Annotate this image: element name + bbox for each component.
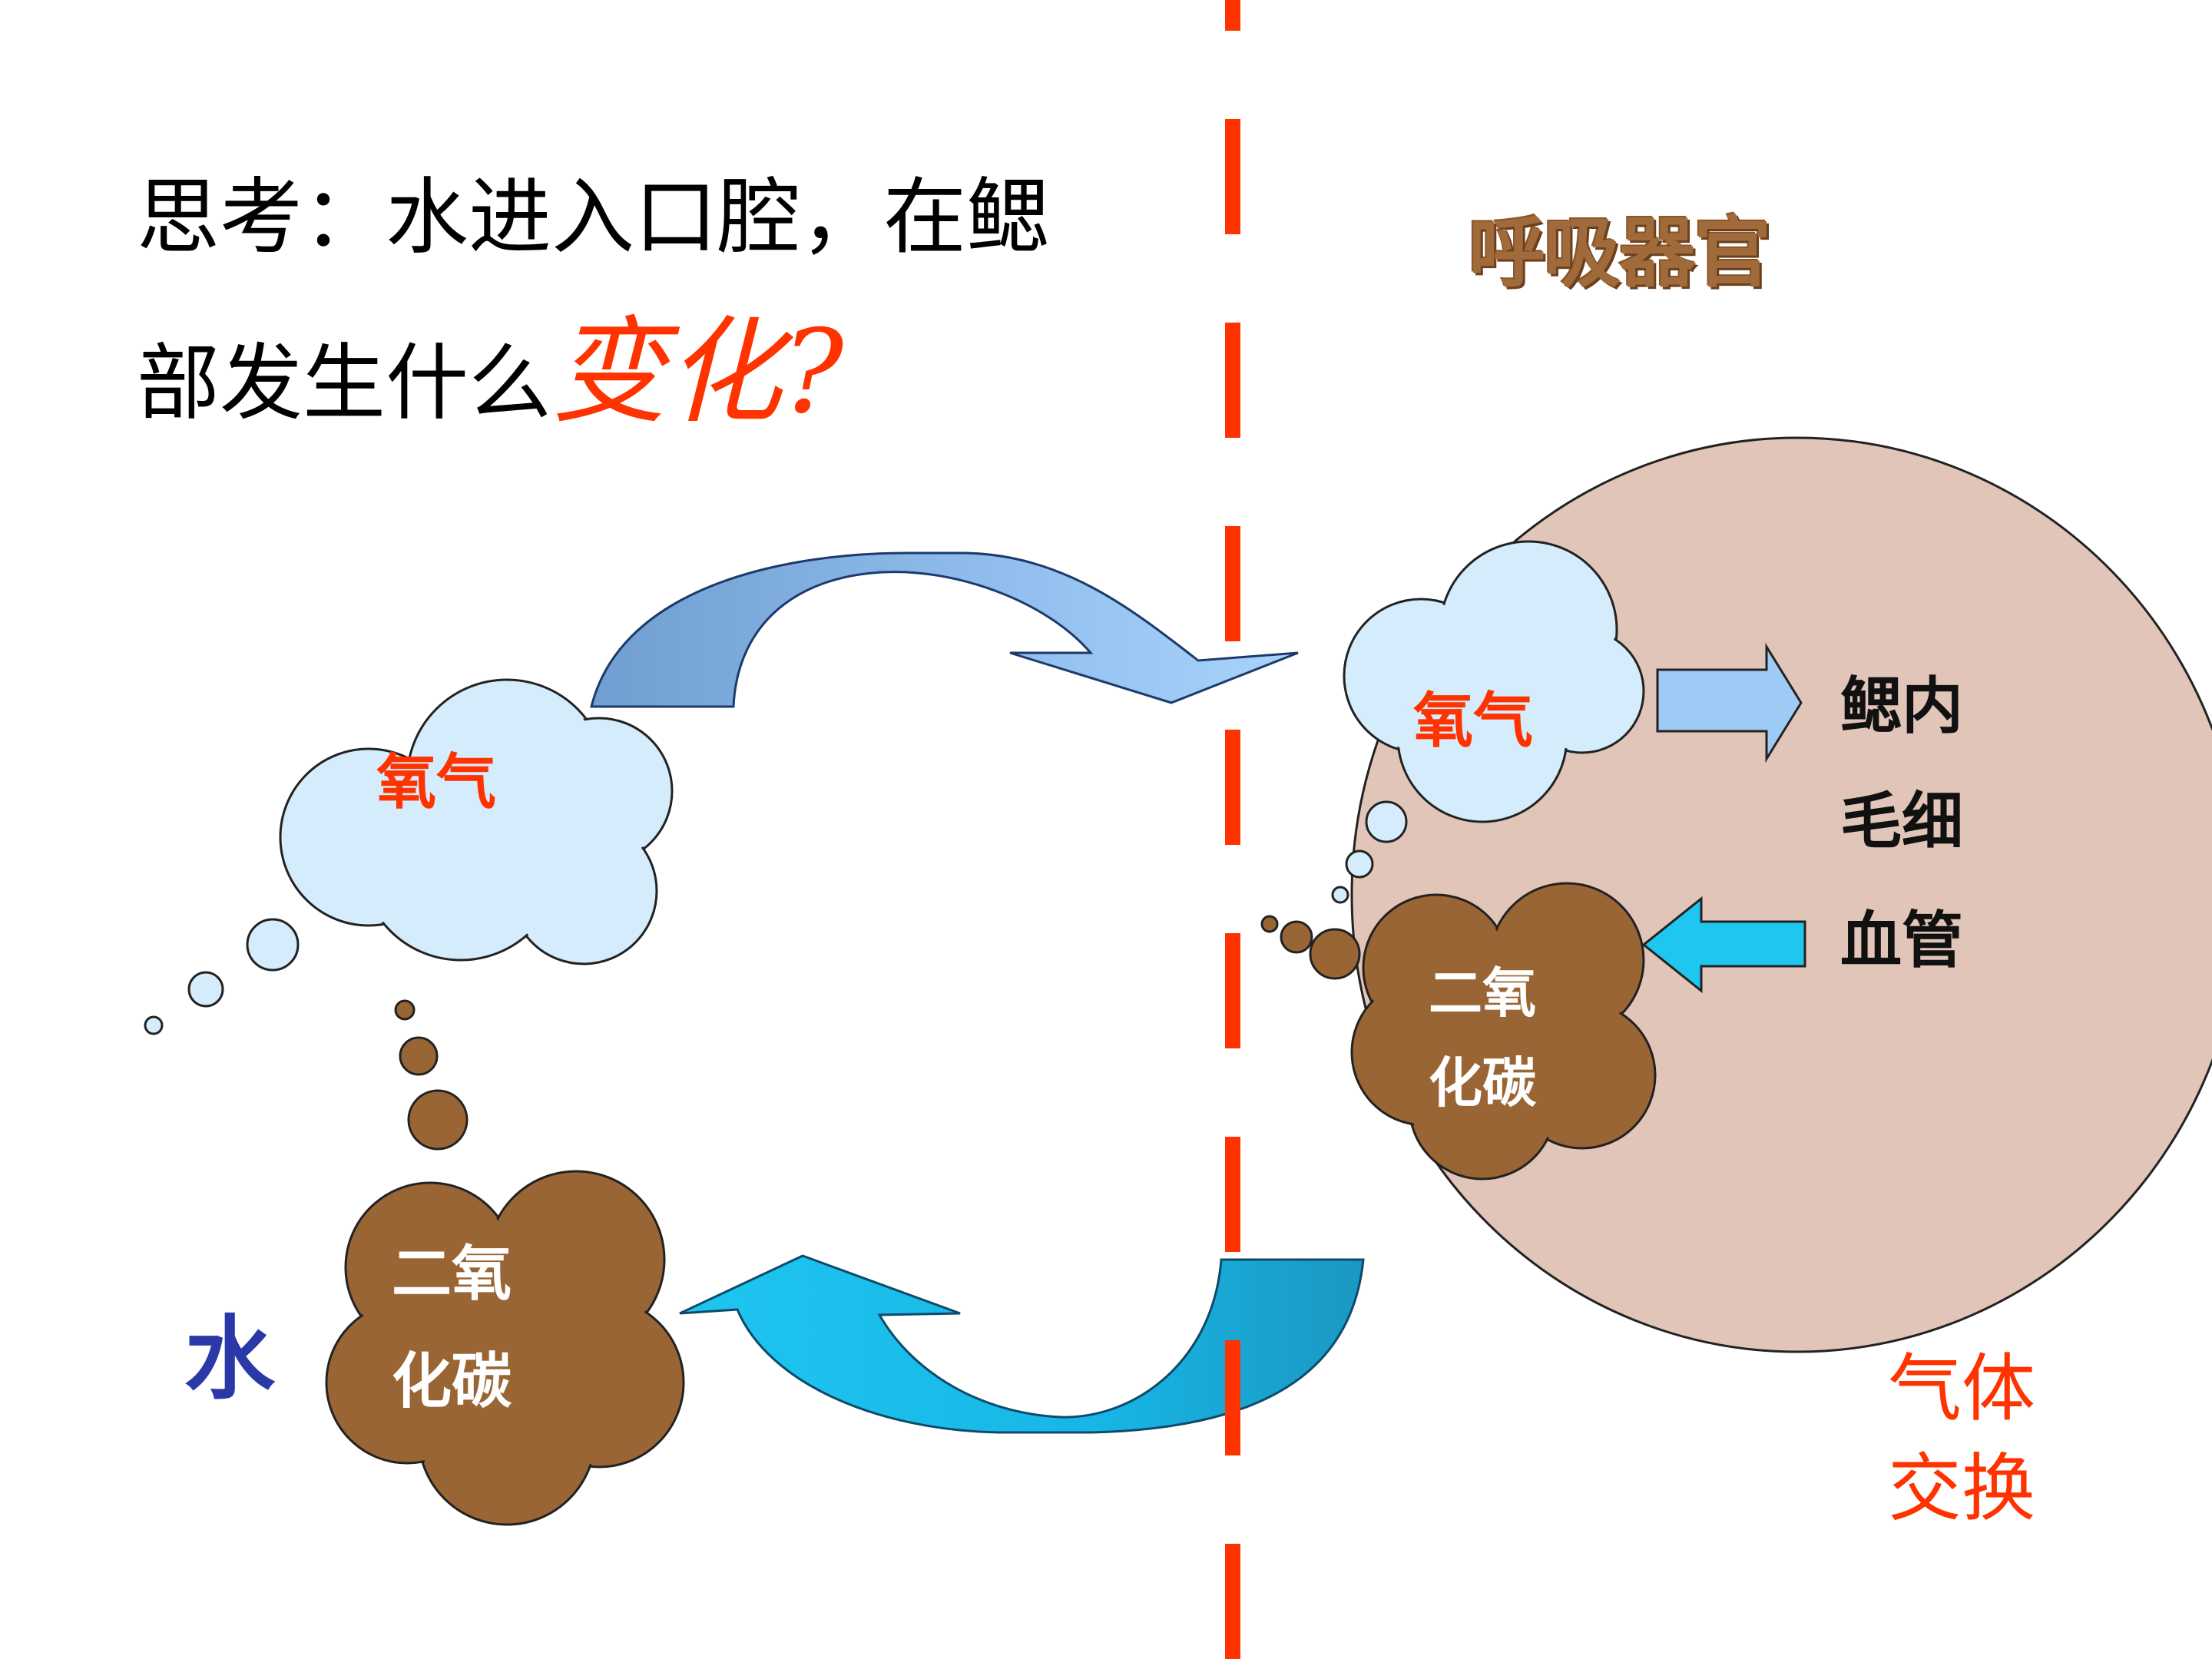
top-curved-arrow: [590, 551, 1299, 708]
left-co2-trail: [394, 999, 469, 1151]
question-line-2-prefix: 部发生什么: [137, 336, 552, 432]
right-oxygen-trail: [1331, 800, 1408, 904]
question-emphasis: 变化?: [551, 306, 844, 439]
right-co2-label-line2: 化碳: [1429, 1051, 1536, 1114]
capillary-label-line3: 血管: [1840, 905, 1963, 976]
gas-exchange-line2: 交换: [1888, 1445, 2035, 1532]
left-co2-label-line2: 化碳: [392, 1347, 512, 1416]
right-oxygen-label: 氧气: [1413, 687, 1534, 756]
question-line-2: 部发生什么变化?: [137, 315, 843, 430]
question-line-1: 思考：水进入口腔，在鳃: [137, 170, 1050, 266]
left-co2-label-line1: 二氧: [392, 1240, 512, 1309]
capillary-label-line1: 鳃内: [1840, 671, 1963, 742]
right-co2-trail: [1260, 915, 1361, 980]
bottom-curved-arrow: [679, 1254, 1365, 1434]
left-oxygen-trail: [144, 918, 300, 1035]
organ-title: 呼吸器官: [1469, 208, 1771, 298]
capillary-label-line2: 毛细: [1840, 786, 1963, 857]
arrow-to-capillary: [1656, 642, 1803, 763]
arrow-from-capillary: [1641, 896, 1806, 994]
right-co2-label-line1: 二氧: [1429, 962, 1536, 1025]
left-oxygen-label: 氧气: [376, 748, 497, 817]
gas-exchange-line1: 气体: [1888, 1346, 2035, 1432]
water-label: 水: [184, 1306, 276, 1412]
